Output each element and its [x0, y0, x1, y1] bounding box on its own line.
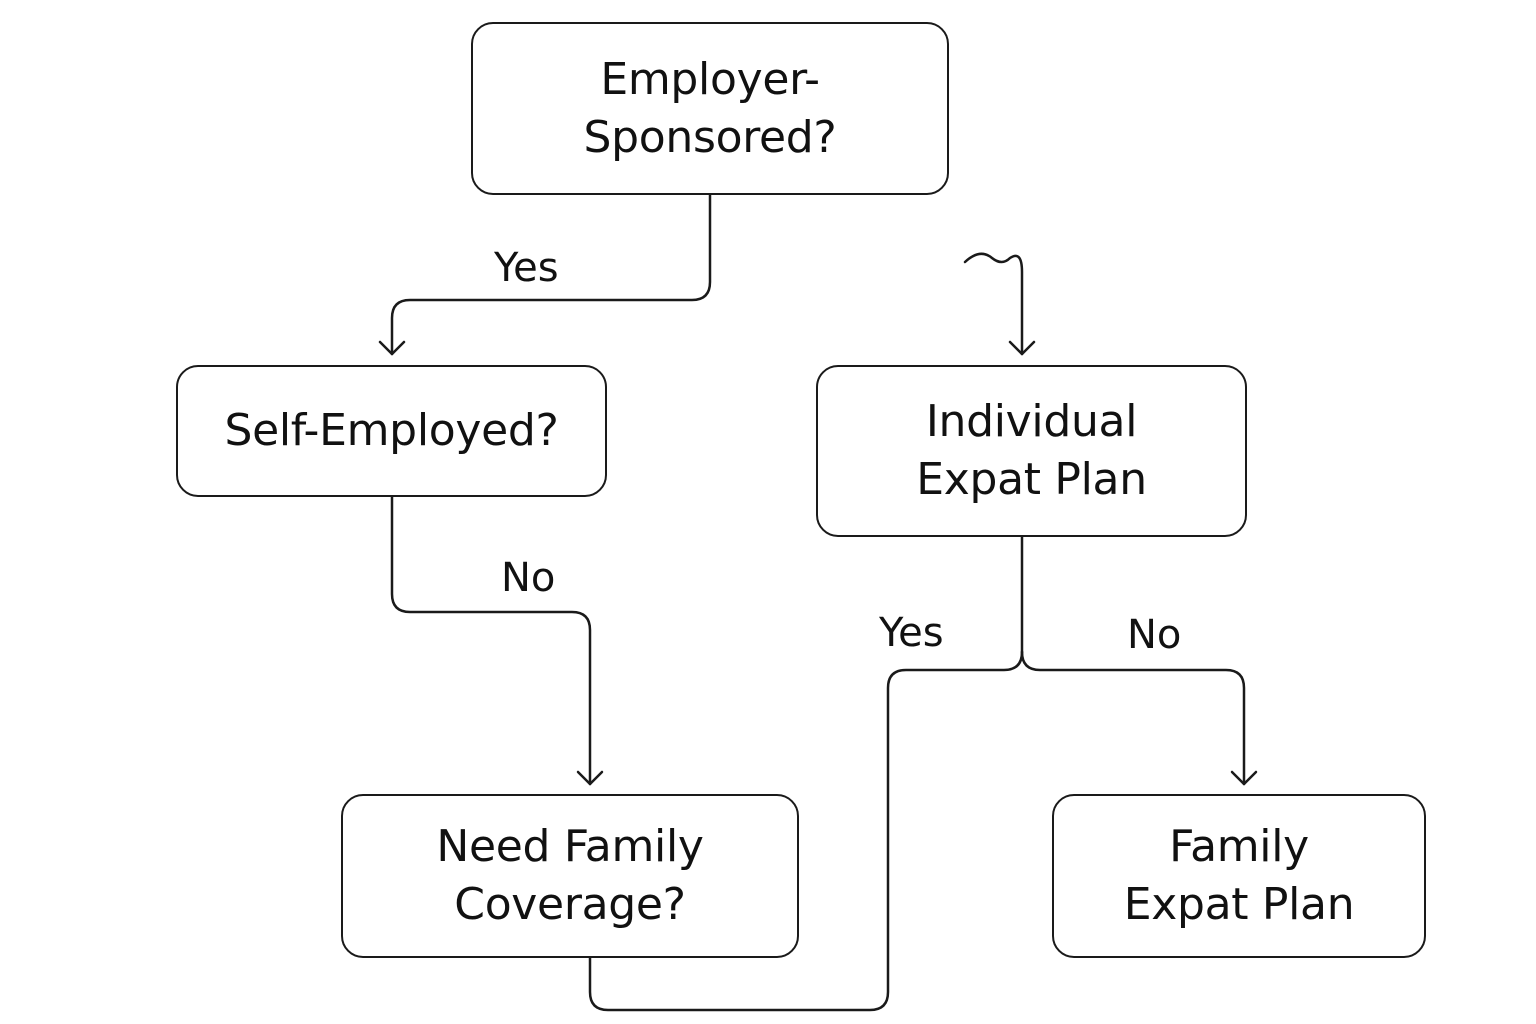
node-self-employed: Self-Employed? [176, 365, 607, 497]
arrowhead-family-coverage [576, 770, 604, 786]
node-text-line: Expat Plan [916, 454, 1147, 505]
edge-label-individual-yes: Yes [879, 610, 944, 656]
node-family-expat-plan: Family Expat Plan [1052, 794, 1426, 958]
edge-family-coverage-loop [588, 650, 1024, 1012]
node-text-line: Family [1169, 821, 1309, 872]
edge-individual-to-family-plan [1020, 650, 1246, 786]
edge-label-individual-no: No [1127, 612, 1182, 658]
node-text-line: Self-Employed? [224, 405, 559, 456]
arrowhead-self-employed [378, 340, 406, 356]
node-text-line: Sponsored? [583, 111, 837, 163]
node-text-line: Need Family [436, 821, 704, 872]
node-individual-expat-plan: Individual Expat Plan [816, 365, 1247, 537]
arrowhead-individual-plan [1008, 340, 1036, 356]
edge-label-self-employed-no: No [501, 555, 556, 601]
edge-incoming-curl [963, 252, 1024, 356]
node-employer-sponsored: Employer- Sponsored? [471, 22, 949, 195]
node-text-line: Coverage? [454, 879, 686, 930]
edge-self-employed-to-family-coverage [390, 495, 592, 786]
node-need-family-coverage: Need Family Coverage? [341, 794, 799, 958]
edge-employer-to-self-employed [390, 193, 712, 356]
edge-label-employer-yes: Yes [494, 245, 559, 291]
arrowhead-family-plan [1230, 770, 1258, 786]
node-text-line: Individual [925, 396, 1138, 447]
node-text-line: Employer- [600, 53, 820, 105]
node-text-line: Expat Plan [1123, 879, 1355, 930]
